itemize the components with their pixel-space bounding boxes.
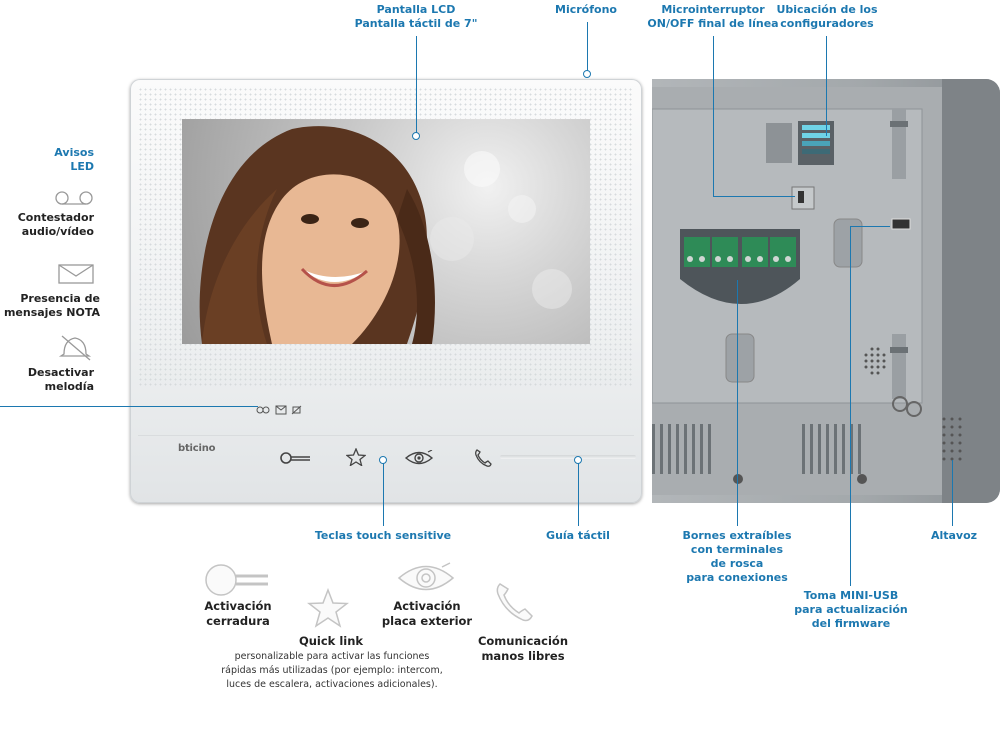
- terminals-label: Bornes extraíbles con terminales de rosc…: [666, 529, 808, 585]
- led-item-mute: Desactivar melodía: [0, 366, 94, 394]
- guide-dot: [574, 456, 582, 464]
- lcd-label-line2: Pantalla táctil de 7": [354, 17, 478, 30]
- tactile-guide-label-line1: Guía táctil: [546, 529, 610, 542]
- guide-leader: [578, 460, 579, 526]
- switch-label-line1: Microinterruptor: [661, 3, 765, 16]
- quick-link-desc-line3: luces de escalera, activaciones adiciona…: [226, 679, 438, 690]
- touch-keys-label-line1: Teclas touch sensitive: [314, 529, 452, 542]
- speaker-leader: [952, 460, 953, 526]
- tactile-guide[interactable]: [500, 455, 636, 459]
- led-item-voicemail-line1: Contestador: [17, 211, 94, 224]
- terminals-label-line4: para conexiones: [686, 571, 788, 584]
- handsfree-feature-line2: manos libres: [481, 649, 565, 663]
- panel-feature-label: Activación placa exterior: [376, 599, 478, 629]
- led-item-mute-line1: Desactivar: [27, 366, 94, 379]
- configurators-label-line1: Ubicación de los: [776, 3, 878, 16]
- eye-icon[interactable]: [404, 450, 434, 466]
- led-item-message: Presencia de mensajes NOTA: [0, 292, 100, 320]
- terminals-label-line3: de rosca: [710, 557, 764, 570]
- lcd-screen[interactable]: [182, 119, 590, 344]
- speaker-label: Altavoz: [918, 529, 990, 543]
- usb-label: Toma MINI-USB para actualización del fir…: [786, 589, 916, 631]
- switch-leader-h: [713, 196, 795, 197]
- quick-link-icon: [307, 588, 349, 628]
- led-title-line2: LED: [70, 160, 94, 173]
- terminals-leader: [737, 280, 738, 526]
- woman-portrait: [199, 126, 572, 344]
- quick-link-title: Quick link: [298, 634, 364, 648]
- quick-link-desc: personalizable para activar las funcione…: [196, 650, 468, 692]
- terminals-label-line2: con terminales: [690, 543, 784, 556]
- star-icon[interactable]: [346, 448, 366, 466]
- switch-label-line2: ON/OFF final de línea: [647, 17, 779, 30]
- panel-feature-icon: [397, 562, 455, 591]
- quick-link-desc-line1: personalizable para activar las funcione…: [234, 651, 430, 662]
- mic-label-line1: Micrófono: [555, 3, 617, 16]
- lock-feature-icon: [205, 564, 268, 596]
- terminals-label-line1: Bornes extraíbles: [682, 529, 792, 542]
- configurators-label-line2: configuradores: [780, 17, 874, 30]
- mic-dot: [583, 70, 591, 78]
- led-item-voicemail-line2: audio/vídeo: [21, 225, 94, 238]
- switch-leader: [713, 36, 714, 196]
- quick-link-label: Quick link: [278, 634, 384, 649]
- led-item-mute-line2: melodía: [44, 380, 94, 393]
- lock-feature-line1: Activación: [204, 599, 272, 613]
- usb-leader: [850, 226, 851, 586]
- led-leader: [0, 406, 258, 407]
- handset-icon[interactable]: [474, 448, 492, 468]
- voicemail-icon: [55, 191, 93, 205]
- mic-label: Micrófono: [546, 3, 626, 17]
- led-indicators: [256, 401, 326, 415]
- quick-link-desc-line2: rápidas más utilizadas (por ejemplo: int…: [221, 665, 443, 676]
- touch-keys-label: Teclas touch sensitive: [300, 529, 466, 543]
- configurators-label: Ubicación de los configuradores: [774, 3, 880, 31]
- lock-feature-line2: cerradura: [206, 614, 270, 628]
- panel-feature-line2: placa exterior: [381, 614, 473, 628]
- mic-leader: [587, 22, 588, 72]
- brand-logo: bticino: [178, 443, 216, 454]
- led-item-message-line2: mensajes NOTA: [3, 306, 100, 319]
- back-device: [652, 79, 1000, 503]
- switch-label: Microinterruptor ON/OFF final de línea: [646, 3, 780, 31]
- led-title-line1: Avisos: [54, 146, 94, 159]
- back-panel-details: [652, 79, 1000, 503]
- lock-feature-label: Activación cerradura: [188, 599, 288, 629]
- bell-muted-icon: [58, 335, 92, 361]
- lcd-leader: [416, 36, 417, 136]
- usb-leader-h: [850, 226, 890, 227]
- handsfree-feature-icon: [496, 583, 533, 622]
- keys-leader: [383, 460, 384, 526]
- led-item-message-line1: Presencia de: [20, 292, 100, 305]
- lcd-label-line1: Pantalla LCD: [376, 3, 456, 16]
- front-device: bticino: [130, 79, 642, 503]
- usb-label-line3: del firmware: [811, 617, 891, 630]
- panel-feature-line1: Activación: [393, 599, 461, 613]
- key-icon[interactable]: [280, 451, 312, 465]
- usb-label-line1: Toma MINI-USB: [803, 589, 899, 602]
- speaker-label-line1: Altavoz: [930, 529, 978, 542]
- front-divider: [138, 435, 634, 436]
- handsfree-feature-label: Comunicación manos libres: [470, 634, 576, 664]
- envelope-icon: [58, 264, 94, 284]
- keys-dot: [379, 456, 387, 464]
- lcd-label: Pantalla LCD Pantalla táctil de 7": [336, 3, 496, 31]
- usb-label-line2: para actualización: [794, 603, 908, 616]
- config-leader: [826, 36, 827, 136]
- led-title: Avisos LED: [40, 146, 94, 174]
- handsfree-feature-line1: Comunicación: [477, 634, 569, 648]
- tactile-guide-label: Guía táctil: [528, 529, 628, 543]
- lcd-dot: [412, 132, 420, 140]
- led-item-voicemail: Contestador audio/vídeo: [0, 211, 94, 239]
